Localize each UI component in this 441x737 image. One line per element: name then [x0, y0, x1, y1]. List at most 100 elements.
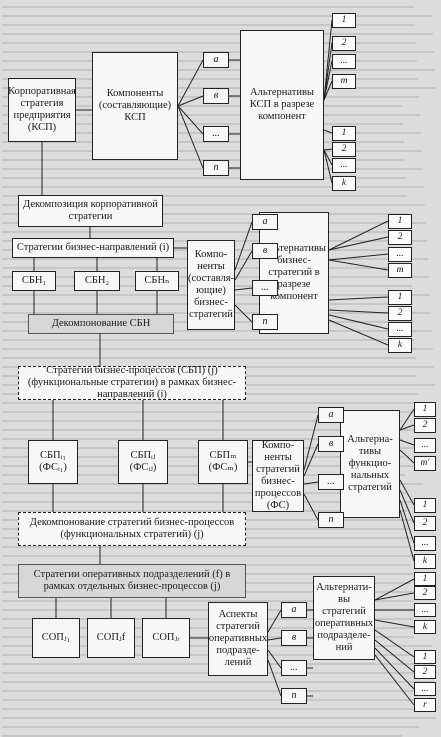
sec3-letter-box-3: ... [318, 474, 344, 490]
s3b-number-box-2: 2 [414, 516, 436, 531]
background-line [2, 114, 420, 116]
s4a-number-box-4: k [414, 620, 436, 634]
corporate-decomposition-box: Декомпозиция корпоративной стратегии [18, 195, 163, 227]
business-components-box: Компо-ненты (составля-ющие) бизнес-страт… [187, 240, 235, 330]
connector-line [323, 60, 333, 101]
s4b-number-box-3: ... [414, 682, 436, 696]
ksp-components-box: Компоненты (составляющие) КСП [92, 52, 178, 160]
background-line [2, 483, 423, 485]
connector-line [323, 148, 333, 151]
connector-line [399, 449, 415, 464]
sec4-letter-box-4: n [281, 688, 307, 704]
background-line [2, 699, 435, 701]
background-line [2, 222, 426, 224]
background-line [2, 357, 416, 359]
connector-line [328, 259, 389, 271]
functional-alternatives-box: Альтерна-тивы функцио-нальных стратегий [340, 410, 400, 518]
sec1-letter-box-2: в [203, 88, 229, 104]
background-line [2, 618, 413, 620]
connector-line [234, 304, 253, 323]
operational-alternatives-box: Альтернати-вы стратегий оперативных подр… [313, 576, 375, 660]
sec1-letter-box-1: а [203, 52, 229, 68]
connector-line [328, 220, 389, 251]
sec3-letter-box-2: в [318, 436, 344, 452]
s3a-number-box-2: 2 [414, 418, 436, 433]
connector-line [399, 439, 415, 446]
background-line [2, 726, 419, 728]
s1a-number-box-4: m [332, 74, 356, 89]
background-line [2, 690, 417, 692]
s4b-number-box-4: r [414, 698, 436, 712]
connector-line [399, 509, 415, 562]
background-line [2, 69, 435, 71]
connector-line [303, 443, 319, 477]
ksp-alternatives-box: Альтернативы КСП в разрезе компонент [240, 30, 324, 180]
connector-line [374, 619, 415, 628]
background-line [2, 348, 433, 350]
process-components-box: Компо-ненты стратегий бизнес-процессов (… [252, 440, 304, 512]
connector-line [399, 489, 415, 524]
background-line [2, 204, 425, 206]
connector-line [323, 149, 333, 166]
sbn-box-2: СБН₂ [74, 271, 120, 291]
background-line [2, 105, 402, 107]
background-line [2, 717, 436, 719]
background-line [2, 15, 432, 17]
connector-line [374, 654, 415, 706]
s1b-number-box-3: ... [332, 158, 356, 173]
connector-line [328, 236, 389, 251]
background-line [2, 555, 427, 557]
s3a-number-box-4: m' [414, 456, 436, 471]
s2a-number-box-2: 2 [388, 230, 412, 245]
connector-line [328, 296, 389, 301]
s3b-number-box-1: 1 [414, 498, 436, 513]
background-line [2, 6, 414, 8]
s4b-number-box-2: 2 [414, 665, 436, 679]
background-line [2, 546, 409, 548]
background-line [2, 420, 402, 422]
connector-line [399, 424, 415, 431]
background-line [2, 141, 404, 143]
background-line [2, 492, 406, 494]
connector-line [267, 609, 282, 633]
connector-line [234, 287, 253, 291]
connector-line [234, 250, 253, 281]
background-line [2, 186, 424, 188]
sbp-box-1: СБПᵢ₁ (ФСᵢ₁) [28, 440, 78, 484]
sop-box-f: СОПⱼf [87, 618, 135, 658]
s2b-number-box-1: 1 [388, 290, 412, 305]
connector-line [374, 578, 415, 601]
sec4-letter-box-3: ... [281, 660, 307, 676]
connector-line [267, 649, 282, 669]
sec1-letter-box-4: n [203, 160, 229, 176]
s1b-number-box-2: 2 [332, 142, 356, 157]
connector-line [303, 481, 319, 485]
background-line [2, 735, 402, 737]
background-line [2, 24, 415, 26]
background-line [2, 681, 434, 683]
background-line [2, 402, 436, 404]
connector-line [328, 253, 389, 261]
connector-line [399, 499, 415, 544]
connector-line [328, 314, 389, 330]
business-alternatives-box: Альтернативы бизнес-стратегий в разрезе … [259, 212, 329, 334]
connector-line [374, 592, 415, 601]
s3b-number-box-3: ... [414, 536, 436, 551]
background-line [2, 411, 419, 413]
connector-line [177, 105, 204, 135]
connector-line [323, 149, 333, 184]
s4a-number-box-1: 1 [414, 572, 436, 586]
background-line [2, 708, 418, 710]
sbp-box-j: СБПᵢⱼ (ФСᵢⱼ) [118, 440, 168, 484]
sec3-letter-box-1: а [318, 407, 344, 423]
connector-line [374, 639, 415, 673]
sec2-letter-box-3: ... [252, 280, 278, 296]
background-line [2, 231, 409, 233]
connector-line [303, 414, 319, 471]
s2b-number-box-2: 2 [388, 306, 412, 321]
s1a-number-box-2: 2 [332, 36, 356, 51]
background-line [2, 339, 415, 341]
s1b-number-box-4: k [332, 176, 356, 191]
connector-line [234, 221, 253, 271]
background-line [2, 213, 408, 215]
